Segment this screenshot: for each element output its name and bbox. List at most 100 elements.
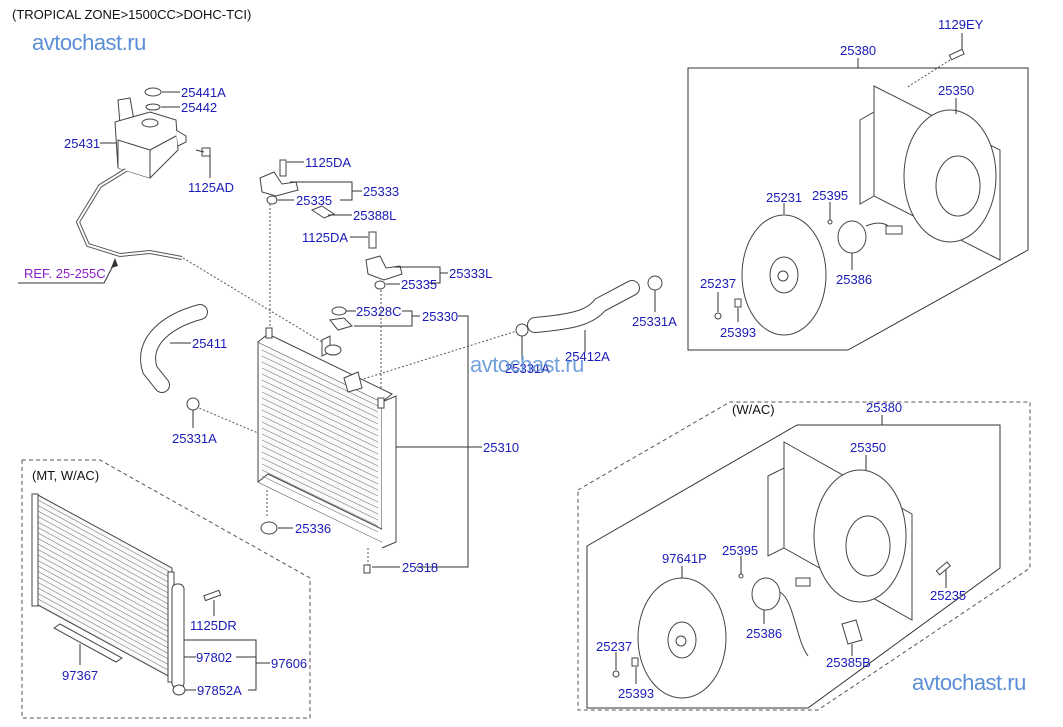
condenser-fin	[37, 549, 171, 622]
condenser-fin	[37, 560, 171, 633]
motor-screw[interactable]	[827, 219, 833, 225]
part-label-97606[interactable]: 97606	[271, 656, 307, 671]
part-label-25328C[interactable]: 25328C	[356, 304, 402, 319]
wac-shroud-bolt[interactable]	[935, 561, 951, 576]
part-label-25331A-right[interactable]: 25331A	[632, 314, 677, 329]
condenser-fin	[37, 582, 171, 655]
part-label-25395-wac[interactable]: 25395	[722, 543, 758, 558]
radiator[interactable]	[257, 327, 397, 549]
part-label-25231[interactable]: 25231	[766, 190, 802, 205]
part-label-1125DA-upper[interactable]: 1125DA	[305, 155, 351, 170]
condenser-seal-strip[interactable]	[53, 623, 123, 663]
part-label-97367[interactable]: 97367	[62, 668, 98, 683]
drain-plug[interactable]	[363, 564, 371, 574]
part-label-25336[interactable]: 25336	[295, 521, 331, 536]
radiator-fin	[261, 379, 379, 437]
part-label-25441A[interactable]: 25441A	[181, 85, 226, 100]
condenser-fin	[37, 576, 171, 650]
part-label-25237-wac[interactable]: 25237	[596, 639, 632, 654]
part-label-97802[interactable]: 97802	[196, 650, 232, 665]
part-label-25385B[interactable]: 25385B	[826, 655, 871, 670]
part-label-25350-wac[interactable]: 25350	[850, 440, 886, 455]
part-label-25386-top[interactable]: 25386	[836, 272, 872, 287]
part-label-1125DR[interactable]: 1125DR	[190, 618, 237, 633]
part-label-25335-lower[interactable]: 25335	[401, 277, 437, 292]
reference-label[interactable]: REF. 25-255C	[24, 266, 106, 281]
fan-washer[interactable]	[734, 298, 742, 308]
part-label-25237-top[interactable]: 25237	[700, 276, 736, 291]
part-label-97641P[interactable]: 97641P	[662, 551, 707, 566]
upper-bracket-right[interactable]	[365, 255, 403, 290]
wac-fan-washer[interactable]	[631, 657, 639, 667]
wac-fan-group-boundary	[577, 401, 1031, 711]
part-label-25331A-left[interactable]: 25331A	[172, 431, 217, 446]
condenser-fin	[37, 521, 171, 595]
part-label-1129EY[interactable]: 1129EY	[938, 17, 984, 32]
fan-motor[interactable]	[837, 220, 903, 254]
radiator-fin	[261, 445, 379, 503]
wac-fan-shroud[interactable]	[767, 441, 913, 621]
part-label-25380-top[interactable]: 25380	[840, 43, 876, 58]
overflow-hose[interactable]	[75, 168, 183, 260]
reservoir-seal[interactable]	[145, 103, 161, 111]
reservoir-cap[interactable]	[144, 87, 162, 97]
lower-hose[interactable]	[527, 280, 640, 333]
radiator-fin	[261, 367, 379, 425]
radiator-fin	[261, 433, 379, 491]
part-label-25395-top[interactable]: 25395	[812, 188, 848, 203]
part-label-97852A[interactable]: 97852A	[197, 683, 242, 698]
shroud-bolt[interactable]	[948, 48, 965, 61]
cap-seal[interactable]	[331, 306, 347, 316]
resistor-connector[interactable]	[841, 619, 863, 645]
fan-nut[interactable]	[714, 312, 722, 320]
part-label-1125AD[interactable]: 1125AD	[188, 180, 234, 195]
part-label-25393-top[interactable]: 25393	[720, 325, 756, 340]
lower-mount-bushing[interactable]	[260, 521, 278, 535]
fan-shroud[interactable]	[859, 85, 1001, 261]
bolt-1125DA[interactable]	[368, 231, 377, 249]
part-label-25333L[interactable]: 25333L	[449, 266, 492, 281]
radiator-fin	[261, 415, 379, 473]
reservoir-tank[interactable]	[114, 97, 187, 179]
part-label-1125DA-lower[interactable]: 1125DA	[302, 230, 348, 245]
part-label-25380-wac[interactable]: 25380	[866, 400, 902, 415]
part-label-25350-top[interactable]: 25350	[938, 83, 974, 98]
wac-motor-screw[interactable]	[738, 573, 744, 579]
part-label-25331A-mid[interactable]: 25331A	[505, 361, 550, 376]
condenser-bolt[interactable]	[203, 589, 222, 602]
part-label-25335-upper[interactable]: 25335	[296, 193, 332, 208]
hose-clamp-mid[interactable]	[515, 323, 529, 337]
radiator-cap[interactable]	[329, 317, 353, 331]
part-label-25235[interactable]: 25235	[930, 588, 966, 603]
part-label-25431[interactable]: 25431	[64, 136, 100, 151]
wac-fan-assembly-boundary	[586, 424, 1001, 709]
hose-clamp-left[interactable]	[186, 397, 200, 411]
part-label-25330[interactable]: 25330	[422, 309, 458, 324]
part-label-25411[interactable]: 25411	[192, 336, 227, 351]
part-label-25386-wac[interactable]: 25386	[746, 626, 782, 641]
radiator-fin	[261, 409, 379, 467]
condenser-fin	[37, 587, 171, 661]
condenser-group-label: (MT, W/AC)	[32, 468, 99, 483]
condenser-fin	[37, 565, 171, 639]
upper-bracket-left[interactable]	[259, 159, 299, 205]
part-label-25388L[interactable]: 25388L	[353, 208, 396, 223]
wac-fan-blade[interactable]	[637, 577, 727, 699]
fan-blade[interactable]	[741, 214, 827, 336]
wac-fan-motor[interactable]	[751, 577, 811, 657]
part-label-25318[interactable]: 25318	[402, 560, 438, 575]
upper-hose[interactable]	[140, 304, 208, 393]
part-label-25393-wac[interactable]: 25393	[618, 686, 654, 701]
reservoir-bolt[interactable]	[195, 147, 211, 157]
part-label-25412A[interactable]: 25412A	[565, 349, 610, 364]
drier-cap[interactable]	[172, 684, 186, 696]
receiver-drier[interactable]	[171, 583, 185, 689]
part-label-25333[interactable]: 25333	[363, 184, 399, 199]
hose-clamp-right[interactable]	[647, 275, 663, 291]
part-label-25442[interactable]: 25442	[181, 100, 217, 115]
wac-fan-nut[interactable]	[612, 670, 620, 678]
condenser-fin	[37, 538, 171, 611]
condenser[interactable]	[31, 493, 175, 683]
part-label-25310[interactable]: 25310	[483, 440, 519, 455]
radiator-fin	[261, 373, 379, 431]
